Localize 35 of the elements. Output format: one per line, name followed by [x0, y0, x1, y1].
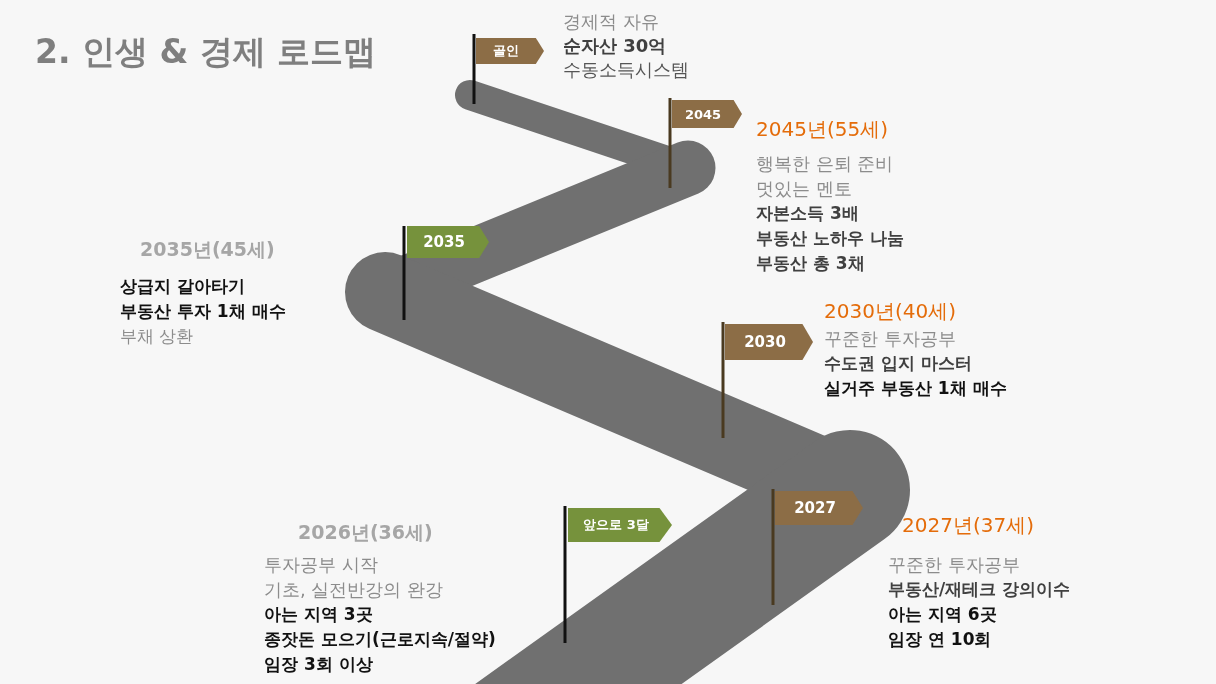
- milestone-heading: 2035년(45세): [140, 237, 275, 262]
- milestone-note: 행복한 은퇴 준비: [756, 152, 894, 176]
- milestone-note: 상급지 갈아타기: [120, 275, 245, 298]
- milestone-note: 수도권 입지 마스터: [824, 352, 972, 375]
- title: 2. 인생 & 경제 로드맵: [35, 31, 377, 73]
- milestone-note: 임장 3회 이상: [264, 653, 373, 676]
- milestone-note: 아는 지역 6곳: [888, 603, 997, 626]
- milestone-note: 순자산 30억: [563, 34, 667, 58]
- milestone-note: 부채 상환: [120, 325, 194, 348]
- flag-label: 2045: [672, 100, 742, 128]
- milestone-heading: 2030년(40세): [824, 298, 956, 325]
- milestone-heading: 2045년(55세): [756, 116, 888, 143]
- milestone-note: 임장 연 10회: [888, 628, 992, 651]
- milestone-note: 실거주 부동산 1채 매수: [824, 377, 1007, 400]
- milestone-note: 투자공부 시작: [264, 553, 378, 577]
- milestone-note: 부동산 투자 1채 매수: [120, 300, 286, 323]
- flag-label: 2035: [407, 226, 489, 258]
- milestone-note: 꾸준한 투자공부: [888, 553, 1020, 577]
- milestone-note: 부동산 노하우 나눔: [756, 227, 904, 250]
- milestone-note: 멋있는 멘토: [756, 177, 852, 201]
- milestone-note: 자본소득 3배: [756, 202, 859, 225]
- flag-label: 골인: [476, 38, 544, 64]
- milestone-note: 종잣돈 모으기(근로지속/절약): [264, 628, 496, 651]
- milestone-note: 부동산 총 3채: [756, 252, 865, 275]
- milestone-note: 수동소득시스템: [563, 58, 689, 82]
- flag-label: 2027: [775, 491, 863, 525]
- milestone-note: 부동산/재테크 강의이수: [888, 578, 1071, 601]
- milestone-heading: 경제적 자유: [563, 10, 659, 34]
- milestone-note: 기초, 실전반강의 완강: [264, 578, 444, 602]
- flag-label: 앞으로 3달: [568, 508, 672, 542]
- milestone-heading: 2027년(37세): [902, 512, 1034, 539]
- milestone-note: 아는 지역 3곳: [264, 603, 373, 626]
- milestone-note: 꾸준한 투자공부: [824, 327, 956, 351]
- flag-label: 2030: [725, 324, 813, 360]
- milestone-heading: 2026년(36세): [298, 520, 433, 545]
